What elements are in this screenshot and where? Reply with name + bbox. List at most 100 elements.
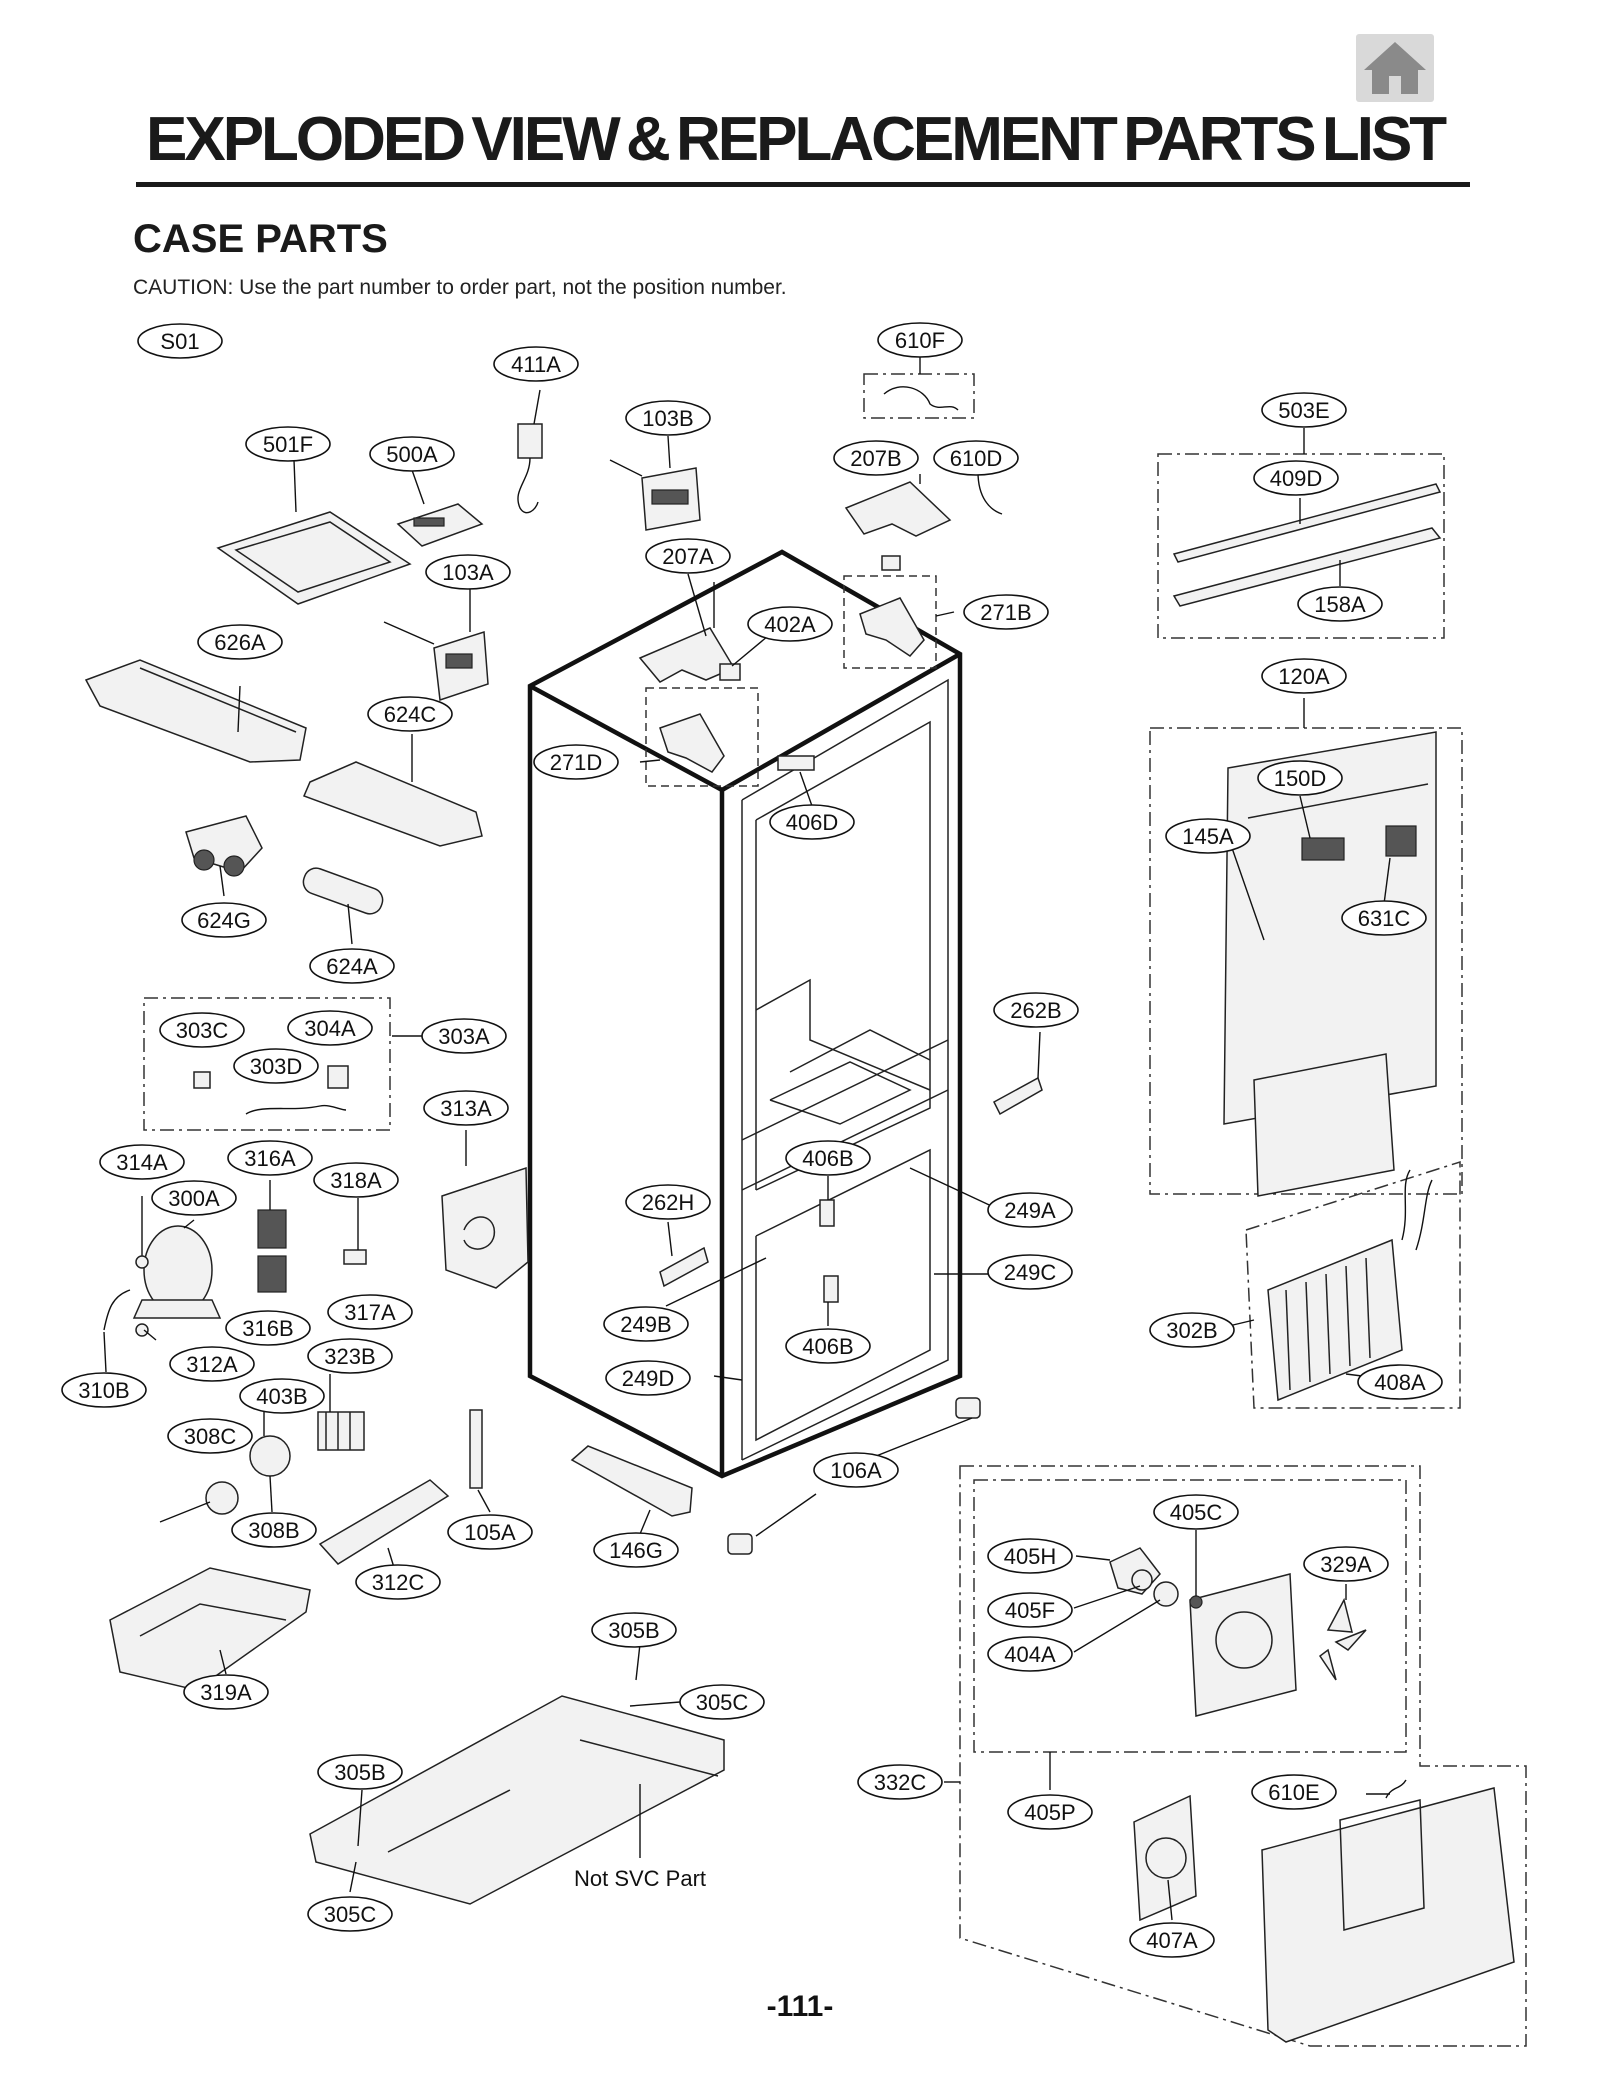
- callout-316A[interactable]: 316A: [227, 1140, 313, 1176]
- base-plate: [309, 1695, 725, 1905]
- svg-text:411A: 411A: [511, 352, 561, 377]
- callout-150D[interactable]: 150D: [1257, 760, 1343, 796]
- callout-207B[interactable]: 207B: [833, 440, 919, 476]
- cover-103A: [383, 621, 489, 702]
- callout-405P[interactable]: 405P: [1007, 1794, 1093, 1830]
- svg-text:405H: 405H: [1004, 1544, 1057, 1569]
- callout-404A[interactable]: 404A: [987, 1636, 1073, 1672]
- callout-408A[interactable]: 408A: [1357, 1364, 1443, 1400]
- callout-503E[interactable]: 503E: [1261, 392, 1347, 428]
- callout-305C-upper[interactable]: 305C: [679, 1684, 765, 1720]
- callout-501F[interactable]: 501F: [245, 426, 331, 462]
- fan-405C: [1189, 1595, 1203, 1609]
- callout-319A[interactable]: 319A: [183, 1674, 269, 1710]
- callout-103B[interactable]: 103B: [625, 400, 711, 436]
- callout-405F[interactable]: 405F: [987, 1592, 1073, 1628]
- callout-310B[interactable]: 310B: [61, 1372, 147, 1408]
- callout-329A[interactable]: 329A: [1303, 1546, 1389, 1582]
- trim-409D-158A: [1172, 483, 1442, 607]
- svg-text:312A: 312A: [186, 1352, 238, 1377]
- callout-249A[interactable]: 249A: [987, 1192, 1073, 1228]
- callout-249C[interactable]: 249C: [987, 1254, 1073, 1290]
- callout-314A[interactable]: 314A: [99, 1144, 185, 1180]
- callout-409D[interactable]: 409D: [1253, 460, 1339, 496]
- bracket-402A-2: [881, 555, 901, 571]
- callout-271B[interactable]: 271B: [963, 594, 1049, 630]
- callout-303A[interactable]: 303A: [421, 1018, 507, 1054]
- callout-403B[interactable]: 403B: [239, 1378, 325, 1414]
- bracket-406D: [777, 755, 815, 771]
- callout-105A[interactable]: 105A: [447, 1514, 533, 1550]
- callout-S01[interactable]: S01: [137, 323, 223, 359]
- callout-145A[interactable]: 145A: [1165, 818, 1251, 854]
- callout-624C[interactable]: 624C: [367, 696, 453, 732]
- callout-305B-lower[interactable]: 305B: [317, 1754, 403, 1790]
- callout-407A[interactable]: 407A: [1129, 1922, 1215, 1958]
- callout-405C[interactable]: 405C: [1153, 1494, 1239, 1530]
- hinge-271D: [659, 713, 725, 773]
- callout-305C-lower[interactable]: 305C: [307, 1896, 393, 1932]
- motor-624G: [185, 815, 263, 877]
- callout-312C[interactable]: 312C: [355, 1564, 441, 1600]
- hinge-cover-207A: [638, 582, 736, 683]
- callout-610F[interactable]: 610F: [877, 322, 963, 358]
- harness-610E: [1385, 1779, 1407, 1799]
- callout-316B[interactable]: 316B: [225, 1310, 311, 1346]
- control-board-500A: [396, 503, 484, 547]
- title-divider: [136, 182, 1470, 187]
- callout-610D[interactable]: 610D: [933, 440, 1019, 476]
- auger-cover-624C: [302, 761, 483, 847]
- callout-402A[interactable]: 402A: [747, 606, 833, 642]
- callout-411A[interactable]: 411A: [493, 346, 579, 382]
- callout-610E[interactable]: 610E: [1251, 1774, 1337, 1810]
- callout-262B[interactable]: 262B: [993, 992, 1079, 1028]
- handle-146G: [570, 1445, 693, 1517]
- callout-271D[interactable]: 271D: [533, 744, 619, 780]
- not-svc-note: Not SVC Part: [574, 1866, 706, 1891]
- callout-207A[interactable]: 207A: [645, 538, 731, 574]
- callout-303C[interactable]: 303C: [159, 1012, 245, 1048]
- callout-302B[interactable]: 302B: [1149, 1312, 1235, 1348]
- callout-262H[interactable]: 262H: [625, 1184, 711, 1220]
- callout-249B[interactable]: 249B: [603, 1306, 689, 1342]
- svg-text:262B: 262B: [1010, 998, 1061, 1023]
- callout-146G[interactable]: 146G: [593, 1532, 679, 1568]
- svg-text:305C: 305C: [324, 1902, 377, 1927]
- callout-406D[interactable]: 406D: [769, 804, 855, 840]
- callout-318A[interactable]: 318A: [313, 1162, 399, 1198]
- callout-626A[interactable]: 626A: [197, 624, 283, 660]
- callout-106A[interactable]: 106A: [813, 1452, 899, 1488]
- svg-text:317A: 317A: [344, 1300, 396, 1325]
- callout-312A[interactable]: 312A: [169, 1346, 255, 1382]
- callout-120A[interactable]: 120A: [1261, 658, 1347, 694]
- callout-308B[interactable]: 308B: [231, 1512, 317, 1548]
- fan-shroud-405P: [1189, 1573, 1297, 1717]
- svg-text:405P: 405P: [1024, 1800, 1075, 1825]
- callout-300A[interactable]: 300A: [151, 1180, 237, 1216]
- callout-405H[interactable]: 405H: [987, 1538, 1073, 1574]
- callout-103A[interactable]: 103A: [425, 554, 511, 590]
- callout-317A[interactable]: 317A: [327, 1294, 413, 1330]
- callout-631C[interactable]: 631C: [1341, 900, 1427, 936]
- callout-332C[interactable]: 332C: [857, 1764, 943, 1800]
- callout-500A[interactable]: 500A: [369, 436, 455, 472]
- svg-text:624C: 624C: [384, 702, 437, 727]
- svg-text:409D: 409D: [1270, 466, 1323, 491]
- callout-406B-upper[interactable]: 406B: [785, 1140, 871, 1176]
- tube-310B: [103, 1289, 131, 1331]
- callout-304A[interactable]: 304A: [287, 1010, 373, 1046]
- callout-313A[interactable]: 313A: [423, 1090, 509, 1126]
- callout-249D[interactable]: 249D: [605, 1360, 691, 1396]
- callout-303D[interactable]: 303D: [233, 1048, 319, 1084]
- callout-158A[interactable]: 158A: [1297, 586, 1383, 622]
- callout-624G[interactable]: 624G: [181, 902, 267, 938]
- callout-624A[interactable]: 624A: [309, 948, 395, 984]
- callout-308C[interactable]: 308C: [167, 1418, 253, 1454]
- svg-text:610E: 610E: [1268, 1780, 1319, 1805]
- callout-323B[interactable]: 323B: [307, 1338, 393, 1374]
- rail-249A-line: [909, 1167, 1001, 1211]
- callout-406B-lower[interactable]: 406B: [785, 1328, 871, 1364]
- callout-305B-upper[interactable]: 305B: [591, 1612, 677, 1648]
- home-button[interactable]: [1356, 34, 1434, 102]
